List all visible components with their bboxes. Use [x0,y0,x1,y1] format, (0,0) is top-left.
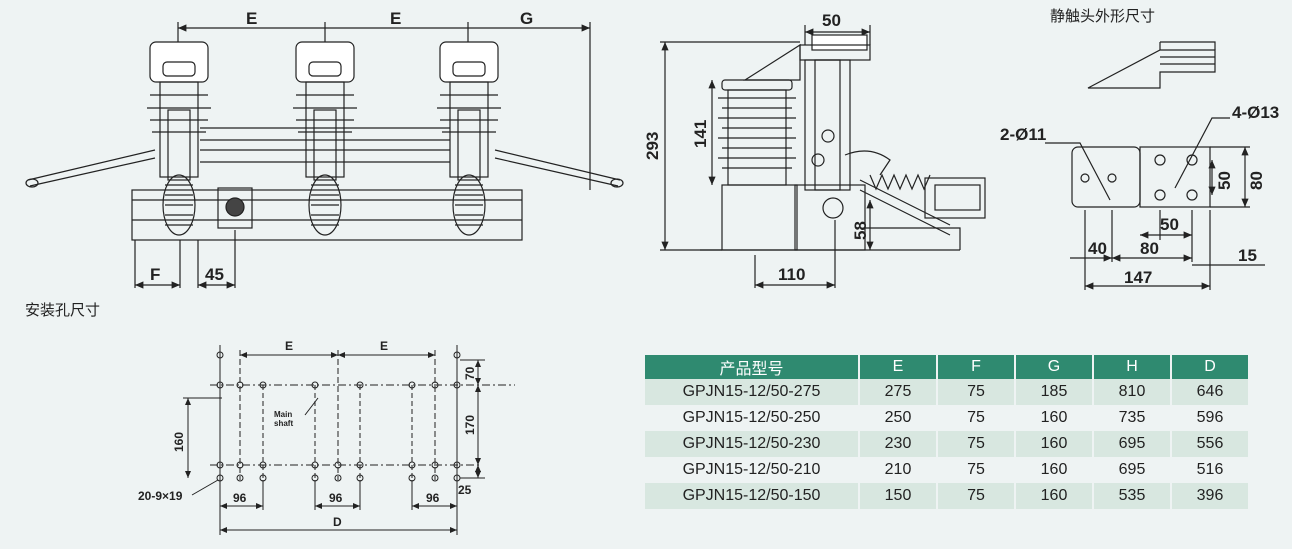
side-dim-110: 110 [778,265,805,284]
table-row: GPJN15-12/50-210 210 75 160 695 516 [645,457,1250,483]
pole-1 [147,41,211,236]
pole-3 [437,41,501,236]
cell-e: 230 [859,431,938,457]
cell-d: 596 [1171,405,1250,431]
table-row: GPJN15-12/50-275 275 75 185 810 646 [645,379,1250,405]
cell-g: 160 [1015,431,1094,457]
side-view [660,25,986,289]
side-insulator [718,79,796,186]
main-shaft-label-1: Main [274,410,292,419]
mount-dim-e2: E [380,339,388,353]
cell-g: 160 [1015,405,1094,431]
side-dim-293: 293 [643,132,662,160]
table-row: GPJN15-12/50-150 150 75 160 535 396 [645,483,1250,509]
contact-dim-80h: 80 [1140,239,1159,258]
mount-dim-25: 25 [458,483,472,497]
table-row: GPJN15-12/50-250 250 75 160 735 596 [645,405,1250,431]
mount-dim-96c: 96 [426,491,440,505]
header-g: G [1015,355,1094,379]
pole-2 [293,41,357,236]
cell-f: 75 [937,431,1016,457]
header-h: H [1093,355,1172,379]
cell-model: GPJN15-12/50-150 [645,483,860,509]
contact-view-title: 静触头外形尺寸 [1050,8,1156,25]
front-dim-45: 45 [205,265,224,284]
mount-dim-e1: E [285,339,293,353]
front-dim-e1: E [246,9,257,28]
table-row: GPJN15-12/50-230 230 75 160 695 556 [645,431,1250,457]
mount-dim-70: 70 [463,366,477,380]
main-shaft-label-2: shaft [274,419,293,428]
header-e: E [859,355,938,379]
cell-g: 185 [1015,379,1094,405]
cell-h: 695 [1093,457,1172,483]
spec-table: 产品型号 E F G H D GPJN15-12/50-275 275 75 1… [645,355,1250,509]
mount-dim-96b: 96 [329,491,343,505]
contact-dim-40: 40 [1088,239,1107,258]
cell-e: 150 [859,483,938,509]
cell-model: GPJN15-12/50-250 [645,405,860,431]
front-dim-f: F [150,265,160,284]
mount-dim-d: D [333,515,342,529]
contact-dim-80v: 80 [1247,171,1266,190]
front-dim-e2: E [390,9,401,28]
mount-view [183,345,515,535]
contact-hole-small: 2-Ø11 [1000,125,1046,144]
cell-e: 210 [859,457,938,483]
front-dim-g: G [520,9,533,28]
cell-d: 396 [1171,483,1250,509]
contact-view [1045,41,1265,290]
cell-d: 556 [1171,431,1250,457]
cell-h: 810 [1093,379,1172,405]
contact-dim-147: 147 [1124,268,1152,287]
cell-d: 646 [1171,379,1250,405]
cell-d: 516 [1171,457,1250,483]
cell-model: GPJN15-12/50-210 [645,457,860,483]
cell-e: 275 [859,379,938,405]
contact-hole-large: 4-Ø13 [1232,103,1279,122]
side-dim-58: 58 [851,221,870,240]
table-header-row: 产品型号 E F G H D [645,355,1250,379]
cell-g: 160 [1015,483,1094,509]
cell-h: 535 [1093,483,1172,509]
cell-f: 75 [937,457,1016,483]
cell-h: 695 [1093,431,1172,457]
cell-f: 75 [937,379,1016,405]
mount-dim-170: 170 [463,415,477,435]
mount-view-title: 安装孔尺寸 [25,302,101,319]
header-f: F [937,355,1016,379]
contact-dim-15: 15 [1238,246,1257,265]
side-dim-50: 50 [822,11,841,30]
mount-dim-96a: 96 [233,491,247,505]
cell-h: 735 [1093,405,1172,431]
header-model: 产品型号 [645,355,860,379]
mount-holes-label: 20-9×19 [138,489,183,503]
side-dim-141: 141 [691,120,710,148]
mount-dim-160: 160 [172,432,186,452]
cell-model: GPJN15-12/50-230 [645,431,860,457]
contact-dim-50h: 50 [1160,215,1179,234]
cell-model: GPJN15-12/50-275 [645,379,860,405]
header-d: D [1171,355,1250,379]
cell-f: 75 [937,483,1016,509]
contact-dim-50v: 50 [1215,171,1234,190]
cell-g: 160 [1015,457,1094,483]
front-view [25,22,624,289]
cell-f: 75 [937,405,1016,431]
cell-e: 250 [859,405,938,431]
